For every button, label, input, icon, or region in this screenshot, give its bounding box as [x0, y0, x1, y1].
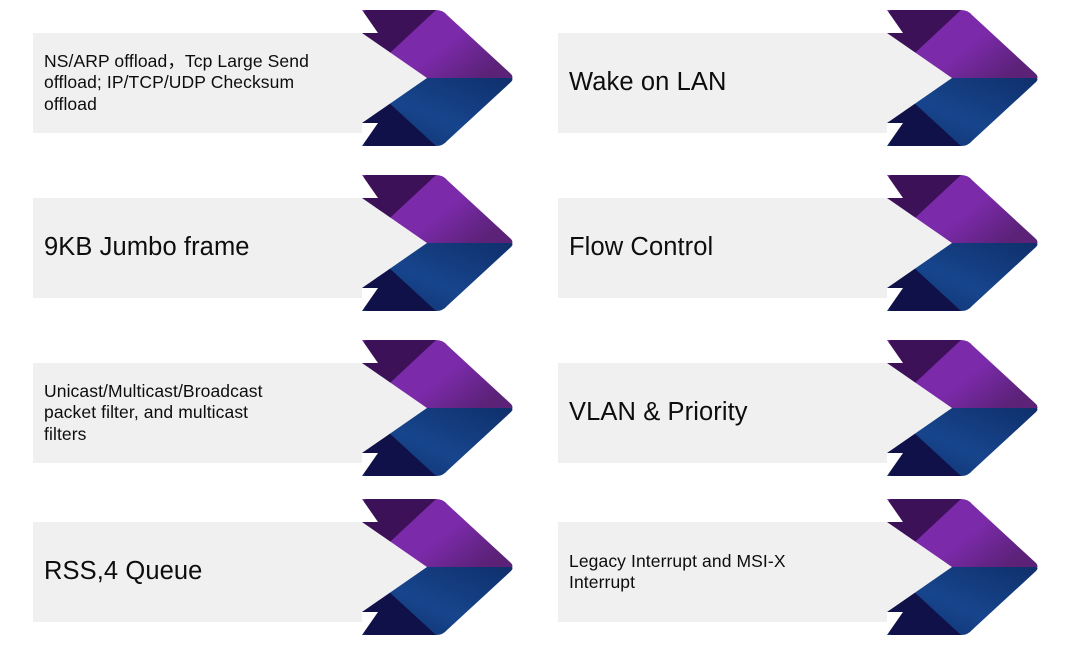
- chevron-inner-notch: [362, 198, 427, 288]
- chevron-notch-bottom-bg: [362, 123, 378, 146]
- chevron-inner-notch: [362, 33, 427, 123]
- chevron-item-rss-queue[interactable]: RSS,4 Queue: [0, 489, 513, 644]
- chevron-notch-top-bg: [362, 340, 378, 363]
- chevron-item-flow-control[interactable]: Flow Control: [525, 165, 1038, 320]
- chevron-plate: [33, 522, 395, 622]
- chevron-graphic: [0, 165, 513, 320]
- chevron-notch-top-bg: [362, 175, 378, 198]
- chevron-item-jumbo-frame[interactable]: 9KB Jumbo frame: [0, 165, 513, 320]
- chevron-arrow-icon: [33, 340, 513, 476]
- chevron-notch-top-bg: [887, 499, 903, 522]
- chevron-item-interrupts[interactable]: Legacy Interrupt and MSI-X Interrupt: [525, 489, 1038, 644]
- chevron-notch-bottom-bg: [887, 288, 903, 311]
- chevron-plate: [33, 363, 395, 463]
- chevron-notch-top-bg: [887, 10, 903, 33]
- chevron-arrow-icon: [558, 175, 1038, 311]
- chevron-plate: [33, 198, 395, 298]
- chevron-plate: [33, 33, 395, 133]
- chevron-item-wake-on-lan[interactable]: Wake on LAN: [525, 0, 1038, 155]
- chevron-graphic: [525, 489, 1038, 644]
- chevron-graphic: [525, 0, 1038, 155]
- chevron-notch-bottom-bg: [887, 453, 903, 476]
- chevron-arrow-icon: [558, 340, 1038, 476]
- chevron-graphic: [525, 330, 1038, 485]
- chevron-notch-bottom-bg: [362, 612, 378, 635]
- chevron-plate: [558, 33, 920, 133]
- chevron-arrow-icon: [558, 499, 1038, 635]
- chevron-graphic: [525, 165, 1038, 320]
- chevron-notch-bottom-bg: [887, 123, 903, 146]
- chevron-notch-top-bg: [362, 499, 378, 522]
- chevron-notch-top-bg: [362, 10, 378, 33]
- chevron-plate: [558, 198, 920, 298]
- chevron-plate: [558, 522, 920, 622]
- chevron-graphic: [0, 0, 513, 155]
- chevron-graphic: [0, 489, 513, 644]
- chevron-arrow-icon: [33, 175, 513, 311]
- chevron-item-packet-filter[interactable]: Unicast/Multicast/Broadcast packet filte…: [0, 330, 513, 485]
- chevron-inner-notch: [887, 522, 952, 612]
- chevron-item-vlan-priority[interactable]: VLAN & Priority: [525, 330, 1038, 485]
- chevron-graphic: [0, 330, 513, 485]
- chevron-inner-notch: [887, 33, 952, 123]
- chevron-arrow-icon: [33, 499, 513, 635]
- chevron-arrow-icon: [558, 10, 1038, 146]
- chevron-item-offload-features[interactable]: NS/ARP offload，Tcp Large Send offload; I…: [0, 0, 513, 155]
- chevron-inner-notch: [887, 198, 952, 288]
- chevron-inner-notch: [362, 363, 427, 453]
- chevron-notch-top-bg: [887, 175, 903, 198]
- chevron-notch-bottom-bg: [362, 453, 378, 476]
- chevron-notch-bottom-bg: [362, 288, 378, 311]
- chevron-notch-bottom-bg: [887, 612, 903, 635]
- chevron-plate: [558, 363, 920, 463]
- chevron-inner-notch: [362, 522, 427, 612]
- chevron-notch-top-bg: [887, 340, 903, 363]
- chevron-arrow-icon: [33, 10, 513, 146]
- chevron-inner-notch: [887, 363, 952, 453]
